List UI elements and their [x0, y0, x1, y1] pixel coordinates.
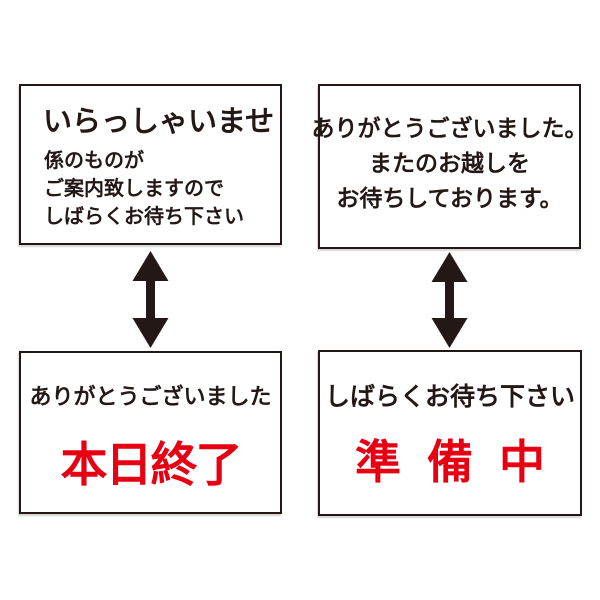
swap-arrow-icon	[431, 252, 468, 348]
thanks-revisit-line-3: お待ちしております。	[336, 186, 563, 212]
thanks-revisit-line-1: ありがとうございました。	[311, 116, 588, 142]
preparing-caption: しばらくお待ち下さい	[324, 382, 575, 411]
welcome-line-2: ご案内致しますので	[44, 176, 224, 201]
welcome-line-1: 係のものが	[44, 148, 144, 173]
welcome-body: 係のものが ご案内致しますので しばらくお待ち下さい	[44, 146, 280, 230]
preparing-headline: 準 備 中	[354, 435, 551, 489]
sign-preparing-face: しばらくお待ち下さい 準 備 中	[318, 350, 582, 516]
welcome-title: いらっしゃいませ	[43, 104, 275, 138]
closed-today-headline: 本日終了	[60, 438, 243, 493]
welcome-line-3: しばらくお待ち下さい	[44, 204, 244, 229]
thanks-revisit-line-2: またのお越しを	[369, 151, 530, 177]
closed-today-caption: ありがとうございました	[29, 385, 272, 410]
sign-welcome-face: いらっしゃいませ 係のものが ご案内致しますので しばらくお待ち下さい	[19, 84, 282, 245]
sign-closed-today-face: ありがとうございました 本日終了	[19, 351, 282, 514]
sign-thanks-revisit-face: ありがとうございました。 またのお越しを お待ちしております。	[312, 84, 588, 249]
swap-arrow-icon	[132, 251, 169, 348]
